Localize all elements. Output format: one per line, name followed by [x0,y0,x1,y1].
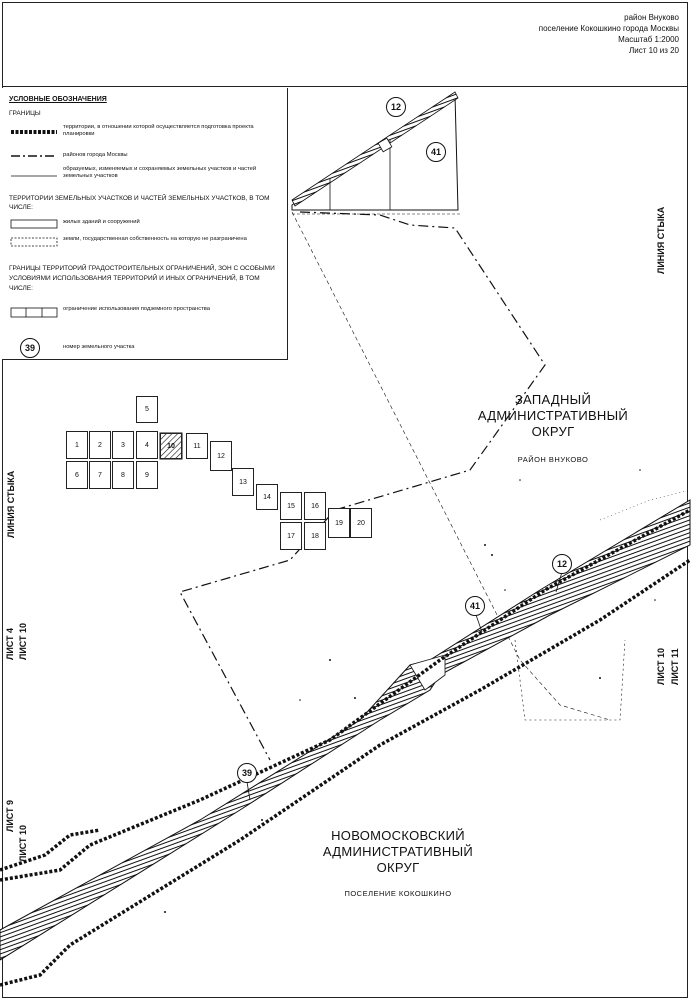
inset-fragment [291,91,460,215]
sheet-10-right-label: ЛИСТ 10 [656,647,666,685]
legend-item-lots: образуемых, изменяемых и сохраняемых зем… [63,166,257,179]
index-lot: 18 [304,522,326,550]
index-lot: 3 [112,431,134,459]
sheet-10-bottom-label: ЛИСТ 10 [18,824,28,862]
vnukovo-district-label: РАЙОН ВНУКОВО [517,455,589,464]
district-title: район Внуково [624,13,679,22]
index-lot: 9 [136,461,158,489]
index-lot: 12 [210,441,232,471]
index-lot: 5 [136,396,158,423]
join-line-label-left: ЛИНИЯ СТЫКА [6,470,16,538]
legend-item-state-land: земли, государственная собственность на … [63,236,247,242]
index-lot: 1 [66,431,88,459]
index-lot: 14 [256,484,278,510]
residential-symbol [10,219,58,229]
settlement-title: поселение Кокошкино города Москвы [538,24,679,33]
sheet-11-label: ЛИСТ 11 [670,648,680,685]
index-lot: 2 [89,431,111,459]
index-lot: 19 [328,508,350,538]
lot-number-marker: 39 [237,763,257,783]
novomoskovsky-okrug-label: НОВОМОСКОВСКИЙ АДМИНИСТРАТИВНЫЙ ОКРУГ ПО… [298,828,498,902]
lot-boundary-symbol [11,175,57,177]
legend-boundaries-heading: ГРАНИЦЫ [9,110,41,117]
sheet-number: Лист 10 из 20 [629,46,679,55]
legend-item-residential: жилых зданий и сооружений [63,219,140,225]
index-lot: 4 [136,431,158,459]
index-lot: 13 [232,468,254,496]
join-line-label-right: ЛИНИЯ СТЫКА [656,206,666,274]
index-lot: 10 [160,433,182,459]
header-divider [2,86,688,87]
legend-panel: УСЛОВНЫЕ ОБОЗНАЧЕНИЯ ГРАНИЦЫ территории,… [2,88,288,360]
west-okrug-label: ЗАПАДНЫЙ АДМИНИСТРАТИВНЫЙ ОКРУГ РАЙОН ВН… [458,392,648,468]
project-boundary-symbol [11,130,57,134]
legend-title: УСЛОВНЫЕ ОБОЗНАЧЕНИЯ [9,96,107,103]
state-land-symbol [10,237,58,247]
legend-item-district: районов города Москвы [63,152,128,158]
legend-item-lot-number: номер земельного участка [63,344,135,350]
underground-restriction-symbol [10,307,58,318]
lot-number-marker: 41 [465,596,485,616]
index-lot: 16 [304,492,326,520]
legend-territories-heading: ТЕРРИТОРИИ ЗЕМЕЛЬНЫХ УЧАСТКОВ И ЧАСТЕЙ З… [9,195,270,211]
sheet-9-label: ЛИСТ 9 [5,799,15,832]
index-lot: 8 [112,461,134,489]
index-lot: 6 [66,461,88,489]
sheet-4-label: ЛИСТ 4 [5,627,15,660]
restriction-boundary-lower [0,558,691,987]
index-lot: 11 [186,433,208,459]
lot-number-marker: 12 [552,554,572,574]
index-lot: 7 [89,461,111,489]
road-corridor-hatched [0,499,691,961]
index-lot: 15 [280,492,302,520]
kokoshkino-settlement-label: ПОСЕЛЕНИЕ КОКОШКИНО [344,889,452,898]
legend-restrictions-heading: ГРАНИЦЫ ТЕРРИТОРИЙ ГРАДОСТРОИТЕЛЬНЫХ ОГР… [9,265,275,292]
district-boundary-line [179,211,546,761]
scale-text: Масштаб 1:2000 [618,35,679,44]
lot-number-marker: 12 [386,97,406,117]
title-block: район Внуково поселение Кокошкино города… [539,12,679,56]
district-boundary-symbol [11,155,57,157]
index-lot: 17 [280,522,302,550]
index-lot: 20 [350,508,372,538]
legend-lot-number-symbol: 39 [20,338,40,358]
restriction-boundary-upper [0,508,691,882]
lot-number-marker: 41 [426,142,446,162]
legend-item-project-territory: территории, в отношении которой осуществ… [63,124,254,137]
sheet-10-left-label: ЛИСТ 10 [18,622,28,660]
legend-item-underground: ограничение использования подземного про… [63,306,211,312]
